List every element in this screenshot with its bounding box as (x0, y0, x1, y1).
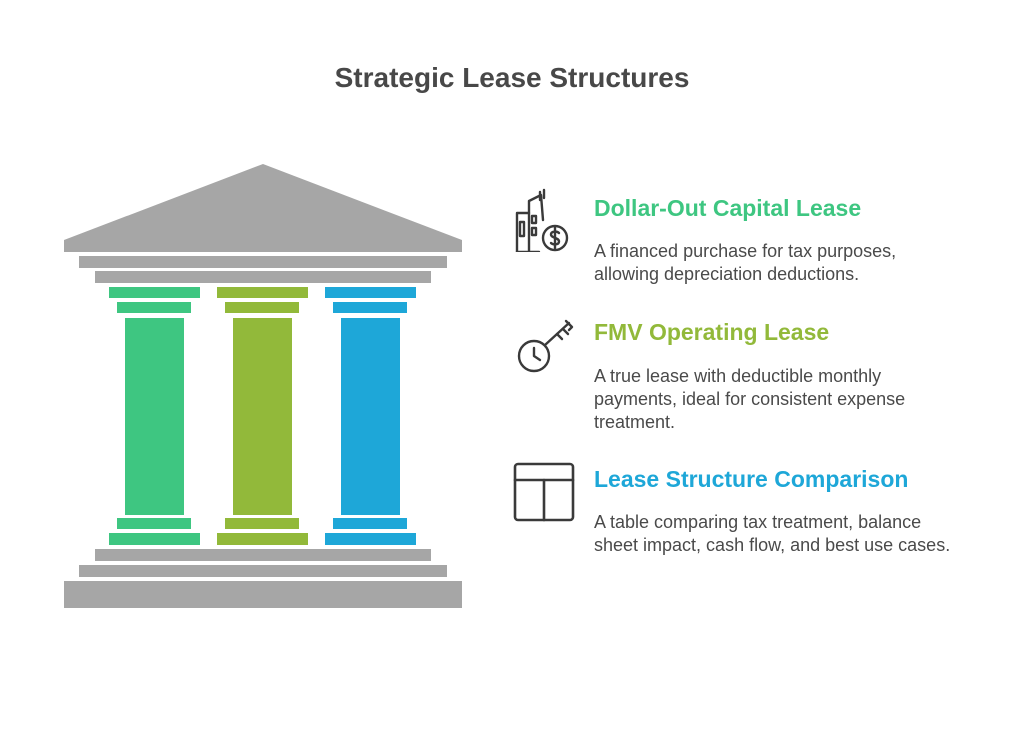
temple-beam-upper (79, 256, 447, 268)
temple-base-lower (64, 581, 462, 608)
pillar-blue (325, 287, 416, 545)
item-desc-dollar-out: A financed purchase for tax purposes, al… (594, 241, 897, 284)
page-title: Strategic Lease Structures (334, 62, 690, 93)
item-title-comparison: Lease Structure Comparison (594, 466, 909, 492)
pillar-olive (217, 287, 308, 545)
temple-base-middle (79, 565, 447, 577)
item-title-dollar-out: Dollar-Out Capital Lease (594, 195, 862, 221)
pillar-green (109, 287, 200, 545)
temple-roof (64, 164, 462, 252)
table-icon (513, 462, 575, 522)
item-title-fmv: FMV Operating Lease (594, 319, 830, 345)
building-dollar-icon (515, 188, 569, 252)
temple-base-upper (95, 549, 431, 561)
temple-beam-lower (95, 271, 431, 283)
item-desc-comparison: A table comparing tax treatment, balance… (594, 512, 951, 555)
item-desc-fmv: A true lease with deductible monthly pay… (594, 366, 906, 432)
clock-key-icon (517, 319, 574, 373)
